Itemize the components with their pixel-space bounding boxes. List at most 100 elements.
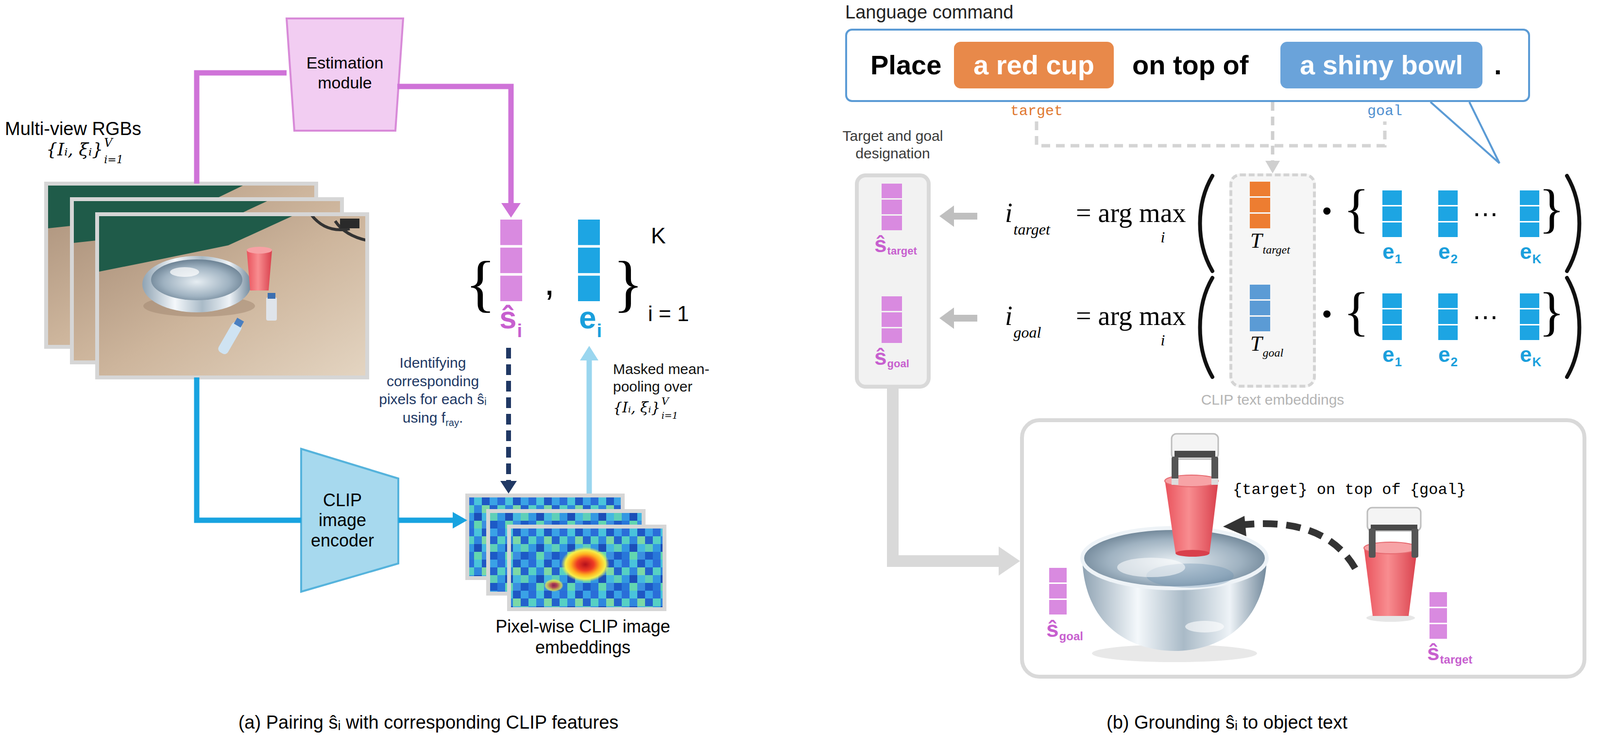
label-anchor: (b) Grounding ŝᵢ to object text	[1106, 713, 1348, 732]
label-anchor: i	[1004, 199, 1013, 227]
placement-illustration	[1363, 542, 1418, 554]
text-embedding-blocks	[1249, 181, 1271, 229]
photo-stack	[97, 214, 368, 378]
embedding-blocks	[1438, 293, 1458, 341]
symbol-label: ŝ	[1427, 641, 1440, 664]
designation-box: Target and goal designation	[854, 173, 931, 389]
text-anchor: Place	[870, 49, 942, 81]
annotation-block: Identifying corresponding pixels for eac…	[370, 353, 496, 429]
designation-blocks	[881, 183, 903, 231]
placement-illustration	[1082, 558, 1267, 651]
symbol-label: ŝ	[1046, 617, 1059, 641]
annotation-text: .	[459, 409, 463, 426]
photo-stack	[97, 214, 368, 378]
dot-operator: •	[1322, 300, 1332, 328]
heatmap-stack	[467, 495, 665, 610]
placement-illustration	[1223, 515, 1247, 537]
text-anchor: Language command	[845, 1, 1014, 24]
target-phrase-box: a red cup	[953, 41, 1114, 89]
photo-stack	[151, 259, 243, 301]
set-superscript: K	[650, 224, 666, 247]
placement-illustration	[1146, 563, 1234, 588]
placement-illustration	[1171, 478, 1179, 485]
label-anchor: e	[1519, 343, 1532, 366]
label-anchor: goal	[1013, 324, 1042, 341]
embedding-blocks	[1382, 190, 1402, 238]
embedding-blocks	[1519, 293, 1540, 341]
label-anchor: }	[612, 251, 644, 315]
embedding-blocks	[1519, 190, 1540, 238]
photo-stack	[310, 214, 368, 241]
flow-arrow	[397, 86, 511, 204]
equation-subscript: i	[1160, 332, 1166, 348]
annotation-text: Masked mean-pooling over	[612, 360, 710, 395]
photo-stack	[340, 218, 360, 229]
label-anchor: e	[1438, 343, 1450, 366]
speech-tail	[1430, 102, 1500, 164]
label-anchor: ,	[544, 262, 555, 302]
target-phrase: a red cup	[973, 49, 1095, 81]
label-anchor: {Iᵢ, ξᵢ}	[612, 400, 661, 415]
text-anchor: CLIP text embeddings	[1170, 391, 1375, 409]
connector-line	[1271, 102, 1275, 163]
symbol-subscript: 1	[1394, 355, 1402, 369]
label-anchor: i=1	[661, 410, 679, 421]
node-heading: CLIP text embeddings	[1170, 391, 1375, 409]
text-embedding-blocks	[1249, 284, 1271, 332]
text-anchor: {target} on top of {goal}	[1232, 481, 1466, 500]
symbol-label: e	[578, 302, 597, 334]
equation-term: i	[1004, 302, 1013, 330]
set-brace: {	[1343, 181, 1370, 236]
label-anchor: i	[596, 321, 603, 341]
arrow-head	[500, 480, 517, 494]
result-box: {target} on top of {goal}	[1020, 418, 1587, 679]
connector	[196, 377, 302, 521]
symbol-subscript: i	[517, 321, 523, 341]
symbol-subscript: goal	[887, 358, 910, 370]
big-bracket	[1200, 277, 1213, 377]
label-anchor: i=1	[103, 154, 123, 166]
placement-illustration	[1171, 433, 1219, 460]
panel-heading: Language command	[845, 1, 1014, 24]
annotation-subscript: ray	[445, 417, 460, 428]
label-anchor: {	[1343, 284, 1370, 339]
label-anchor: {	[1343, 181, 1370, 236]
placement-illustration	[1175, 549, 1210, 557]
connector-line	[196, 377, 302, 521]
placement-illustration	[1411, 528, 1419, 558]
set-brace: }	[1538, 284, 1565, 339]
connector-line	[196, 72, 287, 184]
photo-stack	[142, 255, 252, 313]
equation-term: = arg max	[1075, 302, 1187, 330]
label-anchor: i = 1	[647, 303, 689, 325]
label-anchor: (a) Pairing ŝᵢ with corresponding CLIP f…	[238, 713, 619, 732]
estimation-trapezoid	[286, 18, 404, 131]
embedding-blocks	[1382, 190, 1540, 341]
symbol-label: e	[1438, 343, 1450, 366]
label-anchor: e	[1382, 343, 1395, 366]
photo-stack	[266, 297, 277, 321]
annotation-block: Masked mean-pooling over	[612, 360, 723, 396]
placement-illustration	[1091, 644, 1258, 663]
label-anchor: goal	[887, 358, 910, 370]
photo-stack	[246, 246, 273, 254]
label-anchor: i	[1160, 332, 1166, 348]
symbol-subscript: K	[1531, 355, 1542, 369]
connector-line	[892, 388, 1001, 562]
arrow-head	[939, 307, 954, 329]
placement-illustration	[1082, 527, 1267, 589]
placement-illustration	[1211, 478, 1219, 485]
label-anchor: K	[650, 224, 666, 247]
label-anchor: 1	[1394, 355, 1402, 369]
instruction-template: {target} on top of {goal}	[1232, 481, 1466, 500]
arrow-head	[501, 203, 521, 218]
label-anchor: ŝ	[1046, 617, 1059, 641]
estimation-module: Estimation module	[286, 18, 404, 131]
ellipsis: …	[1471, 296, 1499, 324]
photo-stack	[216, 317, 246, 356]
role-tag: goal	[1367, 103, 1403, 119]
connector	[892, 388, 1021, 576]
photo-stack	[233, 317, 244, 328]
set-subscript: i = 1	[647, 303, 689, 325]
